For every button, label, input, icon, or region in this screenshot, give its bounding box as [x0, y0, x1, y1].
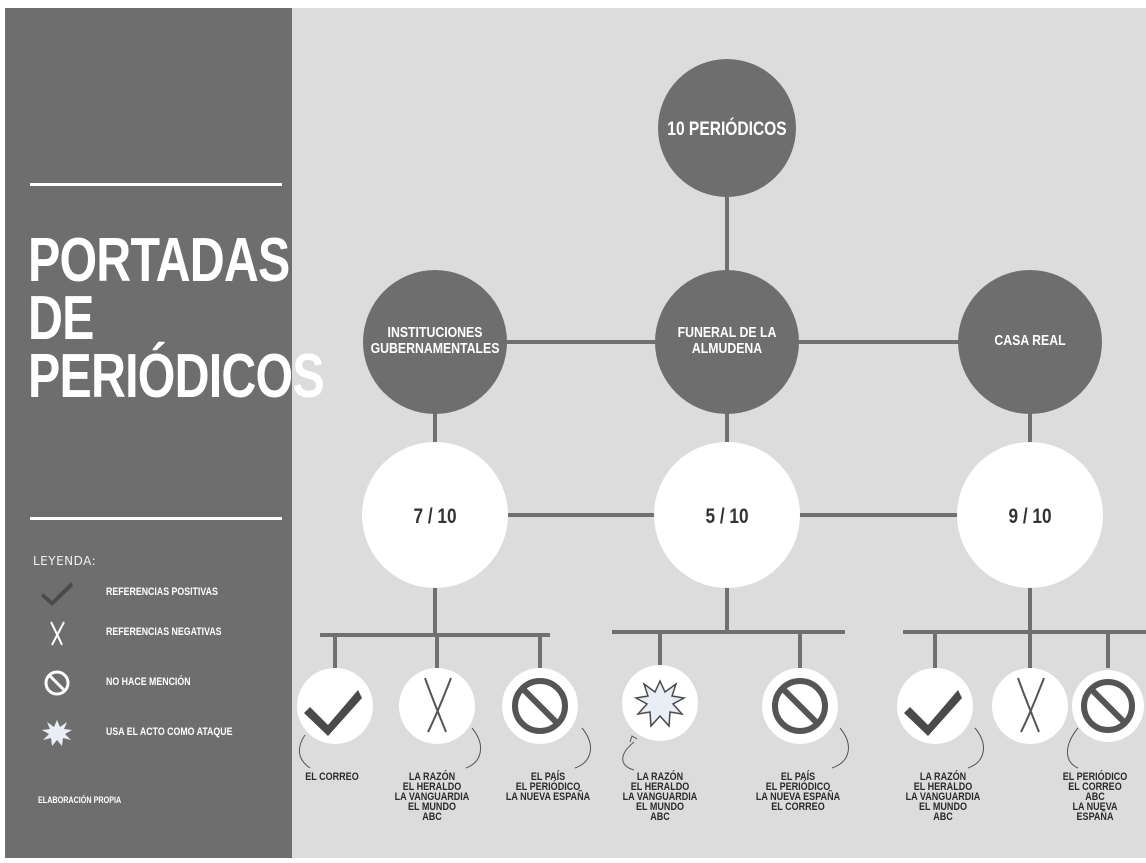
legend-label: USA EL ACTO COMO ATAQUE	[106, 726, 233, 738]
prohibited-icon	[1081, 679, 1135, 733]
caption-funeral-ataque: LA RAZÓN EL HERALDO LA VANGUARDIA EL MUN…	[622, 771, 698, 823]
check-icon	[304, 690, 362, 736]
outcome-prohibited-casa-real	[1072, 670, 1144, 742]
caption-instituciones-sin-mencion: EL PAÍS EL PERIÓDICO LA NUEVA ESPAÑA	[505, 771, 591, 803]
caption-casa-real-sin-mencion: EL PERIÓDICO EL CORREO ABC LA NUEVA ESPA…	[1062, 771, 1128, 823]
pointer-arrows	[298, 727, 1079, 771]
outcome-burst-funeral	[622, 665, 698, 741]
topic-label-line2: ALMUDENA	[692, 340, 762, 356]
score-label: 9 / 10	[1008, 506, 1051, 529]
x-icon	[50, 621, 65, 646]
legend-label: REFERENCIAS NEGATIVAS	[106, 626, 222, 638]
prohibited-icon	[512, 678, 568, 734]
score-node-instituciones	[362, 442, 508, 588]
check-icon	[41, 582, 73, 606]
burst-icon	[633, 679, 687, 728]
caption-el-correo: EL CORREO	[305, 771, 359, 783]
caption-funeral-sin-mencion: EL PAÍS EL PERIÓDICO LA NUEVA ESPAÑA EL …	[755, 771, 841, 813]
prohibited-icon	[772, 678, 828, 734]
root-node	[658, 59, 796, 197]
topic-node-casa-real	[958, 270, 1102, 414]
topic-label-line1: FUNERAL DE LA	[678, 324, 777, 340]
score-label: 5 / 10	[705, 506, 748, 529]
x-icon	[424, 677, 452, 733]
prohibited-icon	[44, 670, 70, 696]
outcome-x-instituciones	[399, 668, 475, 744]
score-node-funeral	[654, 442, 800, 588]
legend-label: NO HACE MENCIÓN	[106, 676, 191, 688]
title-line-1: PORTADAS	[28, 226, 290, 295]
title-rule-bottom	[30, 517, 282, 520]
legend-item-positive: REFERENCIAS POSITIVAS	[40, 578, 280, 608]
outcome-check-instituciones	[297, 668, 373, 744]
title-line-3: PERIÓDICOS	[28, 342, 325, 411]
title-line-2: DE	[28, 284, 94, 353]
sidebar-panel	[5, 8, 292, 858]
score-node-casa-real	[957, 442, 1103, 588]
burst-icon	[42, 720, 72, 746]
legend-item-attack: USA EL ACTO COMO ATAQUE	[40, 718, 280, 748]
topic-label-line2: GUBERNAMENTALES	[371, 340, 500, 356]
legend-item-no-mention: NO HACE MENCIÓN	[40, 668, 280, 698]
caption-casa-real-positivas: LA RAZÓN EL HERALDO LA VANGUARDIA EL MUN…	[905, 771, 981, 823]
connector-lines	[320, 190, 1146, 668]
legend-heading: LEYENDA:	[33, 554, 97, 568]
page-title: PORTADAS DE PERIÓDICOS	[28, 226, 325, 411]
root-label: 10 PERIÓDICOS	[667, 118, 786, 140]
outcome-x-casa-real	[992, 668, 1068, 744]
x-icon	[1017, 677, 1045, 733]
check-icon	[904, 690, 962, 736]
caption-instituciones-negativas: LA RAZÓN EL HERALDO LA VANGUARDIA EL MUN…	[394, 771, 470, 823]
outcome-prohibited-funeral	[762, 668, 838, 744]
legend-label: REFERENCIAS POSITIVAS	[106, 586, 218, 598]
legend-item-negative: REFERENCIAS NEGATIVAS	[40, 618, 280, 648]
title-rule-top	[30, 183, 282, 186]
topic-node-funeral	[655, 270, 799, 414]
outcome-prohibited-instituciones	[502, 668, 578, 744]
topic-label-line1: INSTITUCIONES	[388, 324, 483, 340]
topic-label-line1: CASA REAL	[994, 332, 1065, 348]
credit-text: ELABORACIÓN PROPIA	[38, 795, 122, 805]
outcome-check-casa-real	[897, 668, 973, 744]
topic-node-instituciones	[363, 270, 507, 414]
score-label: 7 / 10	[413, 506, 456, 529]
